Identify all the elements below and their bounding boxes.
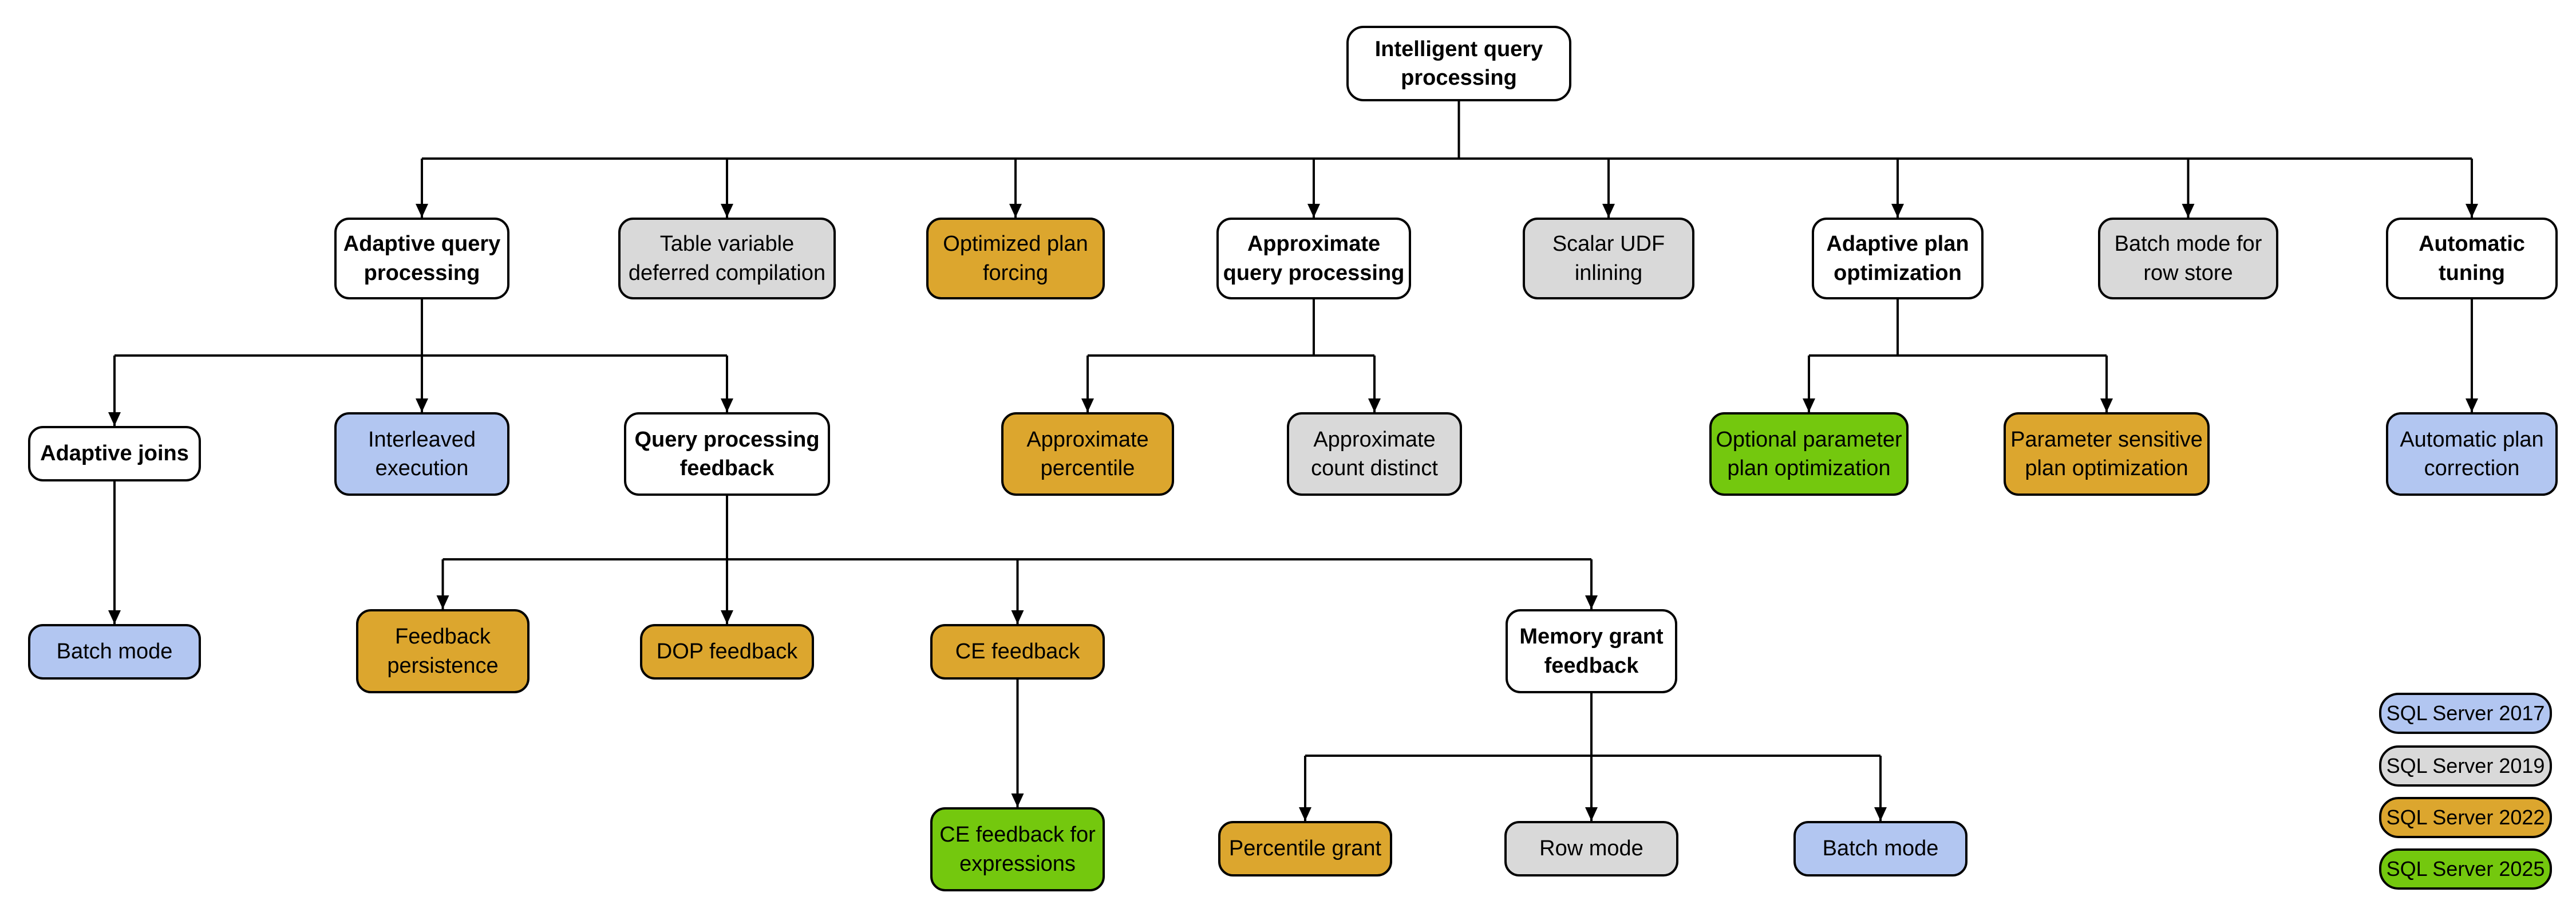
- node-percentile-grant: Percentile grant: [1218, 821, 1392, 876]
- node-automatic-tuning: Automatic tuning: [2386, 218, 2558, 299]
- node-dop-feedback: DOP feedback: [640, 624, 814, 680]
- node-adaptive-plan-optimization: Adaptive plan optimization: [1812, 218, 1984, 299]
- node-approximate-count-distinct: Approximate count distinct: [1287, 412, 1462, 496]
- node-adaptive-joins: Adaptive joins: [28, 426, 201, 481]
- node-row-mode: Row mode: [1504, 821, 1678, 876]
- node-query-processing-feedback: Query processing feedback: [624, 412, 830, 496]
- node-feedback-persistence: Feedback persistence: [356, 609, 530, 693]
- connector-arrows: [108, 159, 2478, 821]
- node-ce-feedback-for-expressions: CE feedback for expressions: [930, 807, 1105, 891]
- node-automatic-plan-correction: Automatic plan correction: [2386, 412, 2558, 496]
- legend-sql-server-2022: SQL Server 2022: [2379, 797, 2552, 838]
- node-parameter-sensitive-plan-optimization: Parameter sensitive plan optimization: [2004, 412, 2210, 496]
- node-approximate-query-processing: Approximate query processing: [1216, 218, 1411, 299]
- node-approximate-percentile: Approximate percentile: [1001, 412, 1174, 496]
- node-interleaved-execution: Interleaved execution: [334, 412, 509, 496]
- node-optional-parameter-plan-optimization: Optional parameter plan optimization: [1709, 412, 1909, 496]
- node-batch-mode-adaptive-joins: Batch mode: [28, 624, 201, 680]
- legend-sql-server-2019: SQL Server 2019: [2379, 745, 2552, 787]
- node-optimized-plan-forcing: Optimized plan forcing: [926, 218, 1105, 299]
- node-memory-grant-feedback: Memory grant feedback: [1506, 609, 1677, 693]
- node-batch-mode-for-row-store: Batch mode for row store: [2098, 218, 2278, 299]
- node-batch-mode-memory-grant: Batch mode: [1793, 821, 1967, 876]
- legend-sql-server-2017: SQL Server 2017: [2379, 693, 2552, 734]
- node-scalar-udf-inlining: Scalar UDF inlining: [1523, 218, 1694, 299]
- node-intelligent-query-processing: Intelligent query processing: [1346, 26, 1571, 101]
- node-ce-feedback: CE feedback: [930, 624, 1105, 680]
- node-adaptive-query-processing: Adaptive query processing: [334, 218, 509, 299]
- node-table-variable-deferred-compilation: Table variable deferred compilation: [618, 218, 836, 299]
- legend-sql-server-2025: SQL Server 2025: [2379, 848, 2552, 890]
